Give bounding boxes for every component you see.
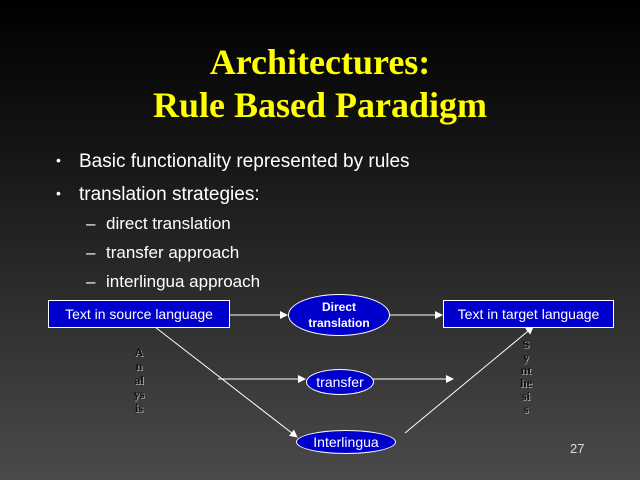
- dash-icon: –: [86, 214, 96, 233]
- target-language-box: Text in target language: [443, 300, 614, 328]
- bullet-item: Basic functionality represented by rules: [79, 151, 410, 172]
- sub-bullet-item: transfer approach: [106, 243, 240, 262]
- dash-icon: –: [86, 243, 96, 262]
- direct-label-2: translation: [308, 316, 370, 330]
- source-language-box: Text in source language: [48, 300, 230, 328]
- synthesis-label: Synthesis: [520, 337, 532, 416]
- slide-title-line1: Architectures:: [209, 42, 431, 82]
- direct-translation-node: Direct translation: [288, 294, 390, 336]
- bullet-icon: •: [56, 185, 61, 201]
- direct-label-1: Direct: [321, 300, 356, 314]
- slide-title-line2: Rule Based Paradigm: [152, 85, 487, 125]
- interlingua-node: Interlingua: [296, 430, 396, 454]
- sub-bullet-item: direct translation: [106, 214, 231, 233]
- page-number: 27: [570, 441, 585, 456]
- analysis-label: Analysis: [133, 345, 145, 415]
- transfer-node: transfer: [306, 369, 374, 395]
- bullet-icon: •: [56, 152, 61, 168]
- dash-icon: –: [86, 272, 96, 291]
- bullet-item: translation strategies:: [79, 184, 260, 205]
- sub-bullet-item: interlingua approach: [106, 272, 261, 291]
